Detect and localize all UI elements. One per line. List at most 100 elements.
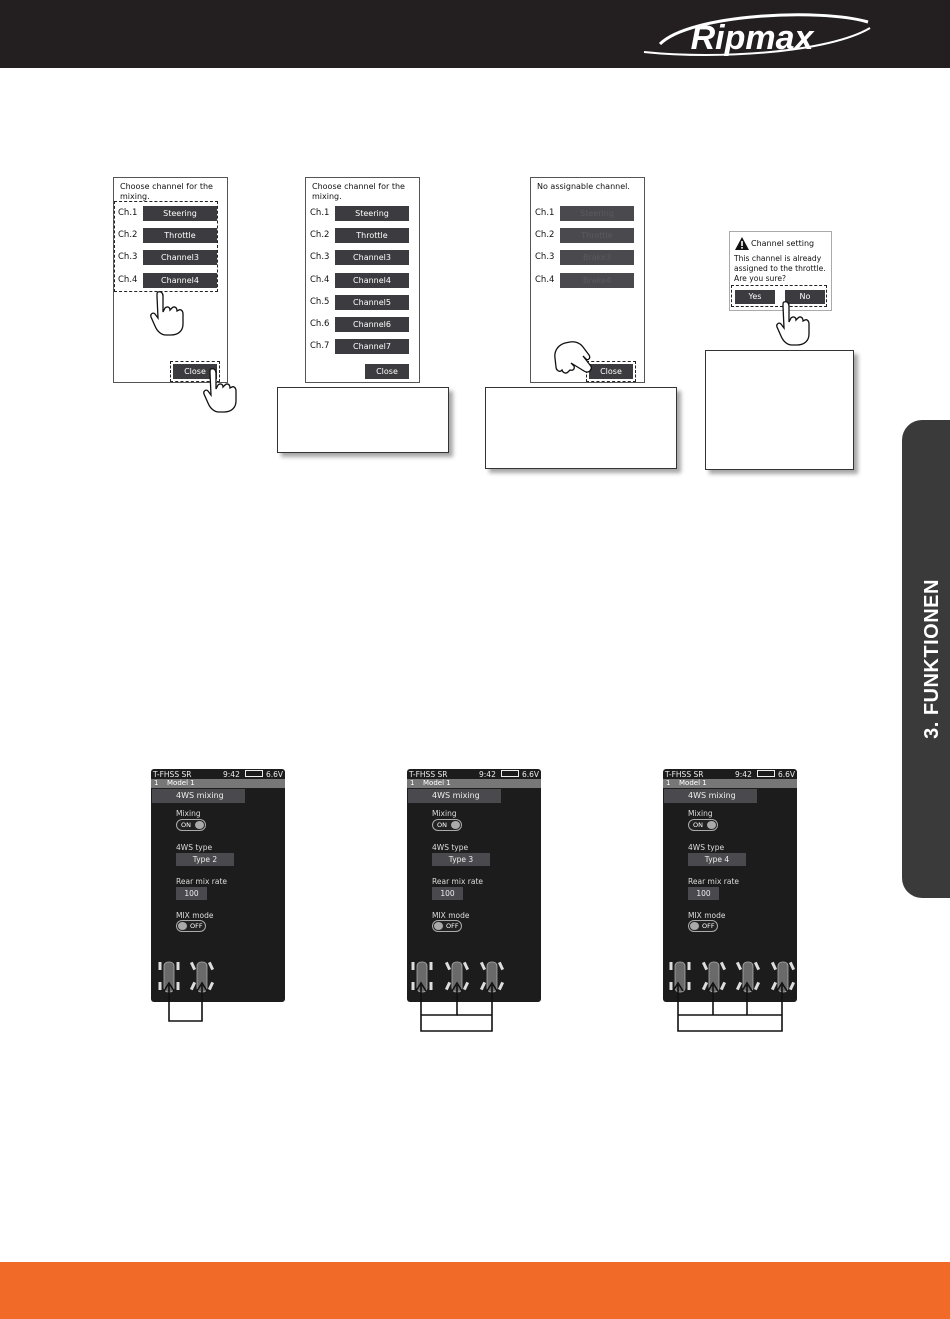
toggle-knob — [707, 821, 716, 829]
channel-button[interactable]: Channel3 — [143, 250, 217, 266]
channel-button[interactable]: Brake3 — [560, 250, 634, 266]
channel-label: Ch.1 — [118, 208, 138, 218]
car-icon — [479, 961, 505, 993]
channel-button[interactable]: Channel5 — [335, 294, 409, 310]
channel-label: Ch.2 — [118, 230, 138, 241]
channel-label: Ch.5 — [310, 296, 330, 307]
screen-tab[interactable]: 4WS mixing — [152, 789, 245, 803]
model-name: Model 1 — [679, 779, 707, 787]
channel-label: Ch.6 — [310, 319, 330, 329]
mixing-label: Mixing — [176, 809, 201, 818]
rate-value[interactable]: 100 — [688, 887, 719, 900]
close-button[interactable]: Close — [173, 364, 217, 379]
mixing-toggle[interactable]: ON — [688, 819, 718, 831]
mixing-connectors — [163, 981, 788, 1032]
car-icon — [189, 961, 215, 993]
channel-label: Ch.1 — [535, 208, 555, 218]
channel-button[interactable]: Channel7 — [335, 339, 409, 355]
type-label: 4WS type — [176, 843, 213, 852]
type-value[interactable]: Type 3 — [432, 853, 490, 866]
system-label: T-FHSS SR — [409, 770, 448, 779]
clock: 9:42 — [479, 770, 496, 779]
channel-label: Ch.2 — [310, 230, 330, 241]
chapter-tab: 3. FUNKTIONEN — [902, 420, 950, 898]
channel-row: Ch.2 Throttle — [306, 228, 419, 244]
toggle-text: OFF — [446, 922, 459, 930]
channel-button[interactable]: Channel3 — [335, 250, 409, 266]
channel-button[interactable]: Brake4 — [560, 272, 634, 288]
channel-button[interactable]: Throttle — [335, 228, 409, 244]
mixing-label: Mixing — [432, 809, 457, 818]
mixing-label: Mixing — [688, 809, 713, 818]
type-label: 4WS type — [432, 843, 469, 852]
clock: 9:42 — [735, 770, 752, 779]
channel-button[interactable]: Channel4 — [143, 272, 217, 288]
mixing-toggle[interactable]: ON — [432, 819, 462, 831]
type-value[interactable]: Type 4 — [688, 853, 746, 866]
battery-icon — [757, 770, 775, 777]
channel-button[interactable]: Steering — [335, 206, 409, 221]
yes-button[interactable]: Yes — [735, 290, 775, 304]
no-button[interactable]: No — [785, 290, 825, 304]
battery-voltage: 6.6V — [777, 770, 795, 779]
channel-label: Ch.4 — [310, 274, 330, 285]
mode-label: MIX mode — [432, 911, 470, 920]
channel-row: Ch.1 Steering — [531, 206, 644, 222]
toggle-text: OFF — [702, 922, 715, 930]
rate-label: Rear mix rate — [432, 877, 483, 886]
mixing-toggle[interactable]: ON — [176, 819, 206, 831]
hand-pointer-icon — [150, 291, 184, 336]
channel-row: Ch.4 Brake4 — [531, 272, 644, 289]
channel-button[interactable]: Throttle — [143, 228, 217, 244]
mix-mode-toggle[interactable]: OFF — [176, 920, 206, 932]
toggle-knob — [451, 821, 460, 829]
system-label: T-FHSS SR — [153, 770, 192, 779]
mode-label: MIX mode — [688, 911, 726, 920]
channel-button[interactable]: Channel6 — [335, 317, 409, 332]
battery-icon — [501, 770, 519, 777]
model-number: 1 — [666, 779, 671, 787]
hand-pointer-icon — [554, 341, 593, 374]
selection-highlight — [114, 201, 218, 292]
toggle-knob — [690, 922, 699, 930]
battery-voltage: 6.6V — [265, 770, 283, 779]
car-icon — [735, 961, 761, 993]
toggle-knob — [434, 922, 443, 930]
close-button[interactable]: Close — [589, 364, 633, 379]
hand-pointer-icon — [203, 368, 237, 413]
channel-select-panel-1: Choose channel for the mixing. Ch.1 Steer… — [113, 177, 228, 383]
screen-tab[interactable]: 4WS mixing — [664, 789, 757, 803]
dialog-message: This channel is already assigned to the … — [734, 254, 826, 283]
note-box — [485, 387, 677, 469]
note-box — [277, 387, 449, 453]
mix-mode-toggle[interactable]: OFF — [432, 920, 462, 932]
mix-mode-toggle[interactable]: OFF — [688, 920, 718, 932]
ripmax-logo-text: Ripmax — [691, 19, 816, 57]
warning-icon — [735, 237, 749, 250]
channel-button[interactable]: Channel4 — [335, 272, 409, 288]
channel-button[interactable]: Throttle — [560, 228, 634, 244]
ripmax-logo: Ripmax — [643, 13, 871, 57]
type-value[interactable]: Type 2 — [176, 853, 234, 866]
mode-label: MIX mode — [176, 911, 214, 920]
channel-label: Ch.3 — [310, 252, 330, 263]
channel-label: Ch.4 — [535, 274, 555, 285]
screen-tab[interactable]: 4WS mixing — [408, 789, 501, 803]
channel-label: Ch.3 — [118, 252, 138, 263]
panel-title: Choose channel for the mixing. — [120, 182, 213, 201]
channel-label: Ch.2 — [535, 230, 555, 241]
channel-button[interactable]: Steering — [560, 206, 634, 221]
rate-value[interactable]: 100 — [432, 887, 463, 900]
channel-button[interactable]: Steering — [143, 206, 217, 221]
rate-value[interactable]: 100 — [176, 887, 207, 900]
channel-label: Ch.1 — [310, 208, 330, 218]
page-footer — [0, 1262, 950, 1319]
close-button[interactable]: Close — [365, 364, 409, 379]
rate-label: Rear mix rate — [176, 877, 227, 886]
